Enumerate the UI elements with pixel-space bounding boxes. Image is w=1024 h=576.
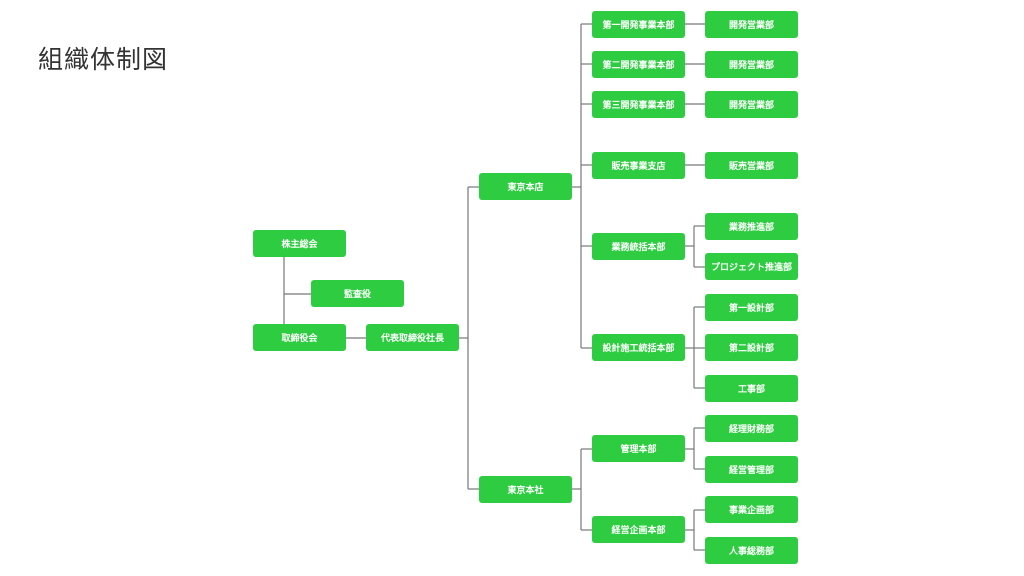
node-dev2[interactable]: 第二開発事業本部 — [592, 51, 685, 78]
node-dev-sales-2[interactable]: 開発営業部 — [705, 51, 798, 78]
node-tokyo-head[interactable]: 東京本社 — [479, 476, 572, 503]
node-dev-sales-3[interactable]: 開発営業部 — [705, 91, 798, 118]
node-tokyo-branch[interactable]: 東京本店 — [479, 173, 572, 200]
node-auditor[interactable]: 監査役 — [311, 280, 404, 307]
node-design-div[interactable]: 設計施工統括本部 — [592, 334, 685, 361]
node-sales-branch[interactable]: 販売事業支店 — [592, 152, 685, 179]
node-finance[interactable]: 経理財務部 — [705, 415, 798, 442]
node-ceo[interactable]: 代表取締役社長 — [366, 324, 459, 351]
node-dev-sales-1[interactable]: 開発営業部 — [705, 11, 798, 38]
page-title: 組織体制図 — [38, 45, 169, 74]
node-biz-mgmt[interactable]: 経営管理部 — [705, 456, 798, 483]
node-project-promo[interactable]: プロジェクト推進部 — [705, 253, 798, 280]
node-sales-dept[interactable]: 販売営業部 — [705, 152, 798, 179]
node-board[interactable]: 取締役会 — [253, 324, 346, 351]
node-mgmt-div[interactable]: 管理本部 — [592, 435, 685, 462]
node-ops-promo[interactable]: 業務推進部 — [705, 213, 798, 240]
node-design1[interactable]: 第一設計部 — [705, 294, 798, 321]
node-shareholders[interactable]: 株主総会 — [253, 230, 346, 257]
node-hr[interactable]: 人事総務部 — [705, 537, 798, 564]
node-biz-planning[interactable]: 事業企画部 — [705, 496, 798, 523]
node-ops-div[interactable]: 業務統括本部 — [592, 233, 685, 260]
node-design2[interactable]: 第二設計部 — [705, 334, 798, 361]
node-planning-div[interactable]: 経営企画本部 — [592, 516, 685, 543]
node-construction[interactable]: 工事部 — [705, 375, 798, 402]
node-dev3[interactable]: 第三開発事業本部 — [592, 91, 685, 118]
node-dev1[interactable]: 第一開発事業本部 — [592, 11, 685, 38]
